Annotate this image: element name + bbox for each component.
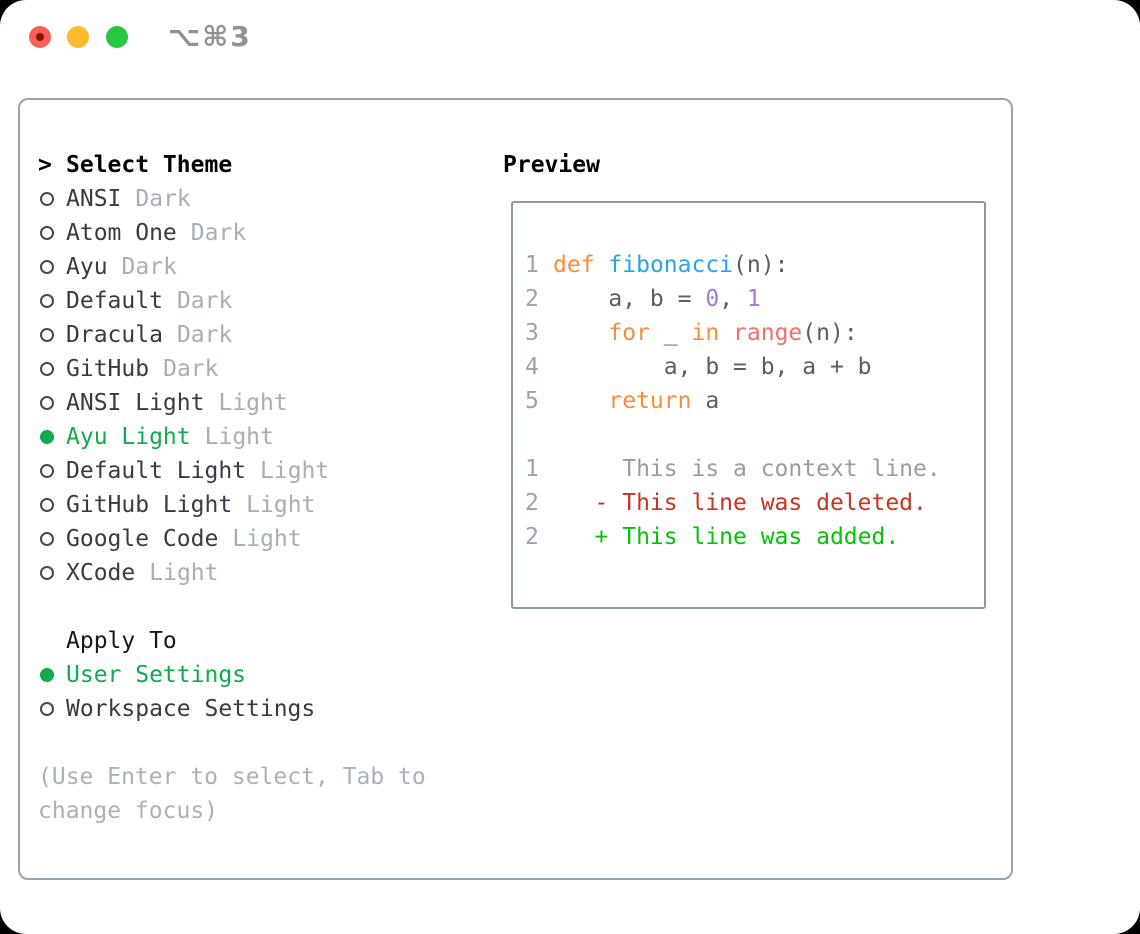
code-line: 5 return a <box>525 384 984 418</box>
theme-option-github-light[interactable]: GitHub Light Light <box>38 488 458 522</box>
theme-option-default-dark[interactable]: Default Dark <box>38 284 458 318</box>
theme-option-google-code[interactable]: Google Code Light <box>38 522 458 556</box>
keyboard-hint: (Use Enter to select, Tab to change focu… <box>38 764 426 824</box>
theme-option-xcode[interactable]: XCode Light <box>38 556 458 590</box>
theme-option-github-dark[interactable]: GitHub Dark <box>38 352 458 386</box>
line-number: 2 <box>525 490 539 516</box>
theme-option-atom-one-dark[interactable]: Atom One Dark <box>38 216 458 250</box>
close-dot-icon <box>36 33 44 41</box>
spacer <box>38 590 458 624</box>
radio-icon <box>40 294 54 308</box>
code-line: 2 a, b = 0, 1 <box>525 282 984 316</box>
blank-line <box>525 418 984 452</box>
apply-to-title: Apply To <box>66 628 177 654</box>
prompt-icon: > <box>38 152 52 178</box>
radio-icon <box>40 702 54 716</box>
radio-icon <box>40 328 54 342</box>
radio-icon <box>40 498 54 512</box>
theme-option-ayu-dark[interactable]: Ayu Dark <box>38 250 458 284</box>
theme-list-header: > Select Theme <box>38 148 458 182</box>
line-number: 5 <box>525 388 539 414</box>
code-line: 4 a, b = b, a + b <box>525 350 984 384</box>
theme-option-ansi-dark[interactable]: ANSI Dark <box>38 182 458 216</box>
apply-to-header: Apply To <box>38 624 458 658</box>
theme-list-title: Select Theme <box>66 152 233 178</box>
diff-context-line: 1 This is a context line. <box>525 452 984 486</box>
radio-selected-icon <box>40 668 54 682</box>
radio-icon <box>40 260 54 274</box>
diff-added-line: 2 + This line was added. <box>525 520 984 554</box>
theme-option-ayu-light-selected[interactable]: Ayu Light Light <box>38 420 458 454</box>
radio-icon <box>40 532 54 546</box>
apply-option-workspace-settings[interactable]: Workspace Settings <box>38 692 458 726</box>
radio-icon <box>40 362 54 376</box>
minimize-button[interactable] <box>67 26 89 48</box>
theme-option-dracula-dark[interactable]: Dracula Dark <box>38 318 458 352</box>
radio-icon <box>40 226 54 240</box>
apply-option-user-settings[interactable]: User Settings <box>38 658 458 692</box>
radio-icon <box>40 192 54 206</box>
spacer <box>38 726 458 760</box>
diff-deleted-line: 2 - This line was deleted. <box>525 486 984 520</box>
line-number: 1 <box>525 456 539 482</box>
theme-option-default-light[interactable]: Default Light Light <box>38 454 458 488</box>
theme-picker-panel: > Select Theme ANSI Dark Atom One Dark A… <box>18 98 1013 880</box>
radio-selected-icon <box>40 430 54 444</box>
close-button[interactable] <box>29 26 51 48</box>
window-title-shortcut: ⌥⌘3 <box>168 20 252 53</box>
code-line: 3 for _ in range(n): <box>525 316 984 350</box>
line-number: 3 <box>525 320 539 346</box>
radio-icon <box>40 566 54 580</box>
radio-icon <box>40 464 54 478</box>
line-number: 4 <box>525 354 539 380</box>
line-number: 2 <box>525 524 539 550</box>
zoom-button[interactable] <box>106 26 128 48</box>
line-number: 2 <box>525 286 539 312</box>
line-number: 1 <box>525 252 539 278</box>
preview-title: Preview <box>503 152 600 178</box>
theme-list: > Select Theme ANSI Dark Atom One Dark A… <box>38 148 458 828</box>
theme-option-ansi-light[interactable]: ANSI Light Light <box>38 386 458 420</box>
radio-icon <box>40 396 54 410</box>
